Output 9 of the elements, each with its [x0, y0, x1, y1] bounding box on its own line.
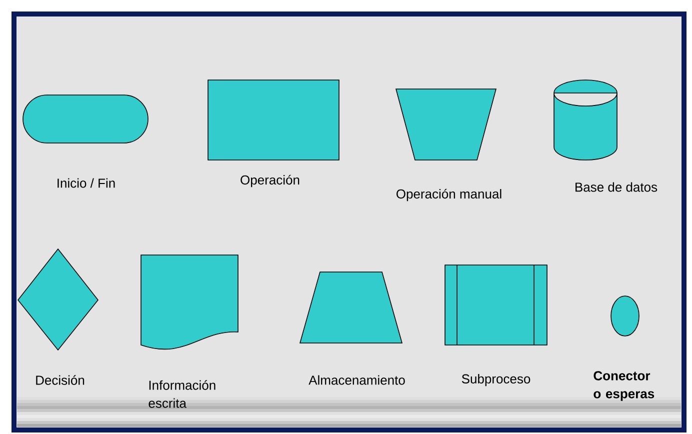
- symbol-label: Decisión: [36, 375, 84, 385]
- symbol-label: Base de datos: [576, 182, 658, 192]
- symbol-label: Operación manual: [396, 188, 502, 202]
- symbol-label: Operación: [240, 174, 300, 188]
- symbol-label: Información escrita: [148, 380, 216, 408]
- symbol-label: Inicio / Fin: [58, 178, 115, 188]
- symbol-label: Almacenamiento: [308, 375, 405, 385]
- symbol-label: Conector o esperas: [594, 371, 654, 401]
- symbol-label: Subproceso: [462, 374, 530, 386]
